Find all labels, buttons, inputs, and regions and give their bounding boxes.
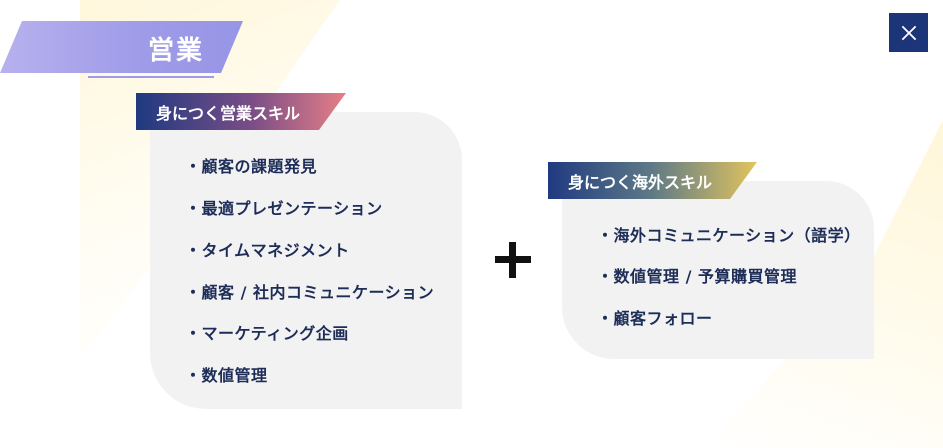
page-title: 営業: [148, 36, 205, 66]
list-item: ・海外コミュニケーション（語学）: [597, 226, 861, 245]
plus-icon: [495, 242, 531, 278]
sales-skills-card: ・顧客の課題発見 ・最適プレゼンテーション ・タイムマネジメント ・顧客 / 社…: [150, 112, 462, 409]
close-button[interactable]: [889, 13, 928, 52]
list-item: ・顧客の課題発見: [185, 157, 318, 176]
list-item: ・数値管理: [185, 366, 268, 385]
list-item: ・マーケティング企画: [185, 324, 349, 343]
overseas-skills-card: ・海外コミュニケーション（語学） ・数値管理 / 予算購買管理 ・顧客フォロー: [562, 181, 874, 359]
title-banner: [0, 21, 243, 73]
sales-skills-label: 身につく営業スキル: [136, 93, 346, 130]
list-item: ・顧客 / 社内コミュニケーション: [185, 283, 435, 302]
close-icon: [901, 25, 916, 40]
list-item: ・数値管理 / 予算購買管理: [597, 267, 797, 286]
list-item: ・タイムマネジメント: [185, 241, 350, 260]
overseas-skills-label: 身につく海外スキル: [548, 162, 757, 199]
list-item: ・顧客フォロー: [597, 309, 713, 328]
title-underline: [88, 76, 214, 78]
list-item: ・最適プレゼンテーション: [185, 199, 383, 218]
